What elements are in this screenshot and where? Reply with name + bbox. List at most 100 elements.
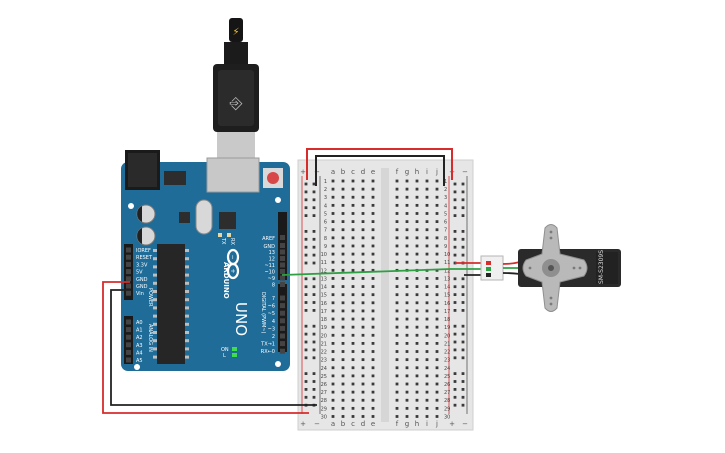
breadboard-hole[interactable] xyxy=(341,212,345,215)
rail-hole[interactable] xyxy=(312,198,316,202)
breadboard-hole[interactable] xyxy=(331,236,335,240)
breadboard-hole[interactable] xyxy=(371,374,375,378)
breadboard-hole[interactable] xyxy=(425,390,429,394)
rail-hole[interactable] xyxy=(312,309,316,312)
breadboard-hole[interactable] xyxy=(341,228,345,232)
breadboard-hole[interactable] xyxy=(371,390,375,394)
servo-connector[interactable] xyxy=(480,255,521,281)
breadboard-hole[interactable] xyxy=(361,203,365,207)
rail-hole[interactable] xyxy=(453,237,457,241)
rail-hole[interactable] xyxy=(461,340,465,344)
analog-pin-socket[interactable] xyxy=(126,357,131,363)
rail-hole[interactable] xyxy=(461,403,465,407)
breadboard-hole[interactable] xyxy=(341,301,345,305)
breadboard-hole[interactable] xyxy=(435,244,439,248)
rail-hole[interactable] xyxy=(453,214,457,217)
breadboard-hole[interactable] xyxy=(435,374,439,378)
breadboard-hole[interactable] xyxy=(395,325,399,329)
rail-hole[interactable] xyxy=(312,372,316,375)
breadboard-hole[interactable] xyxy=(405,406,409,410)
rail-hole[interactable] xyxy=(453,332,457,336)
breadboard-hole[interactable] xyxy=(361,325,365,329)
breadboard-hole[interactable] xyxy=(331,252,335,256)
rail-hole[interactable] xyxy=(461,214,465,217)
breadboard-hole[interactable] xyxy=(331,390,335,394)
breadboard-hole[interactable] xyxy=(435,179,439,183)
breadboard-hole[interactable] xyxy=(331,260,335,264)
rail-hole[interactable] xyxy=(453,206,457,210)
rail-hole[interactable] xyxy=(304,261,308,265)
breadboard-hole[interactable] xyxy=(331,366,335,370)
rail-hole[interactable] xyxy=(312,190,316,194)
rail-hole[interactable] xyxy=(453,372,457,375)
breadboard-hole[interactable] xyxy=(405,382,409,386)
breadboard-hole[interactable] xyxy=(415,325,419,329)
breadboard-hole[interactable] xyxy=(405,179,409,183)
power-pin-socket[interactable] xyxy=(126,283,131,289)
rail-hole[interactable] xyxy=(304,340,308,344)
breadboard-hole[interactable] xyxy=(405,301,409,305)
breadboard-hole[interactable] xyxy=(351,260,355,264)
breadboard-hole[interactable] xyxy=(331,268,335,272)
analog-pin-socket[interactable] xyxy=(126,334,131,340)
breadboard-hole[interactable] xyxy=(361,317,365,321)
breadboard-hole[interactable] xyxy=(405,285,409,288)
breadboard-hole[interactable] xyxy=(351,236,355,240)
rail-hole[interactable] xyxy=(461,285,465,289)
breadboard-hole[interactable] xyxy=(405,415,409,418)
breadboard-hole[interactable] xyxy=(435,382,439,386)
wires[interactable] xyxy=(102,148,482,414)
analog-pin-socket[interactable] xyxy=(126,349,131,355)
rail-hole[interactable] xyxy=(312,261,316,265)
wire-top-power-bridge[interactable] xyxy=(306,148,453,180)
breadboard-hole[interactable] xyxy=(331,325,335,329)
power-pin-socket[interactable] xyxy=(126,261,131,267)
breadboard-hole[interactable] xyxy=(361,398,365,402)
breadboard-hole[interactable] xyxy=(395,260,399,264)
rail-hole[interactable] xyxy=(453,253,457,257)
breadboard-hole[interactable] xyxy=(435,195,439,199)
breadboard-hole[interactable] xyxy=(351,325,355,329)
wire-top-ground-bridge[interactable] xyxy=(315,155,445,186)
breadboard-hole[interactable] xyxy=(415,179,419,183)
breadboard-hole[interactable] xyxy=(415,358,419,362)
breadboard-hole[interactable] xyxy=(351,285,355,288)
breadboard-hole[interactable] xyxy=(395,179,399,183)
breadboard-hole[interactable] xyxy=(361,350,365,353)
wire-signal-pin9[interactable] xyxy=(281,268,482,276)
rail-hole[interactable] xyxy=(304,301,308,304)
breadboard-hole[interactable] xyxy=(331,415,335,418)
breadboard-hole[interactable] xyxy=(331,203,335,207)
breadboard-hole[interactable] xyxy=(351,179,355,183)
breadboard-hole[interactable] xyxy=(371,220,375,223)
breadboard-hole[interactable] xyxy=(371,301,375,305)
breadboard-hole[interactable] xyxy=(415,390,419,394)
rail-hole[interactable] xyxy=(304,372,308,375)
breadboard-hole[interactable] xyxy=(395,374,399,378)
rail-hole[interactable] xyxy=(453,293,457,296)
breadboard-hole[interactable] xyxy=(425,342,429,345)
breadboard-hole[interactable] xyxy=(371,366,375,370)
rail-hole[interactable] xyxy=(312,182,316,186)
rail-hole[interactable] xyxy=(304,253,308,257)
breadboard-hole[interactable] xyxy=(341,382,345,386)
breadboard-hole[interactable] xyxy=(405,220,409,223)
breadboard-hole[interactable] xyxy=(331,342,335,345)
breadboard-hole[interactable] xyxy=(415,415,419,418)
breadboard-hole[interactable] xyxy=(331,317,335,321)
usb-cable[interactable]: ⚡ ⎆ xyxy=(213,18,259,158)
breadboard-hole[interactable] xyxy=(395,285,399,288)
breadboard-hole[interactable] xyxy=(361,260,365,264)
breadboard-hole[interactable] xyxy=(341,333,345,337)
breadboard-hole[interactable] xyxy=(425,333,429,337)
rail-hole[interactable] xyxy=(304,230,308,233)
breadboard-hole[interactable] xyxy=(425,212,429,215)
rail-hole[interactable] xyxy=(304,324,308,328)
breadboard-hole[interactable] xyxy=(331,358,335,362)
rail-hole[interactable] xyxy=(461,230,465,233)
breadboard-hole[interactable] xyxy=(341,406,345,410)
breadboard-hole[interactable] xyxy=(351,406,355,410)
breadboard-hole[interactable] xyxy=(395,415,399,418)
breadboard-hole[interactable] xyxy=(415,366,419,370)
breadboard-hole[interactable] xyxy=(371,350,375,353)
